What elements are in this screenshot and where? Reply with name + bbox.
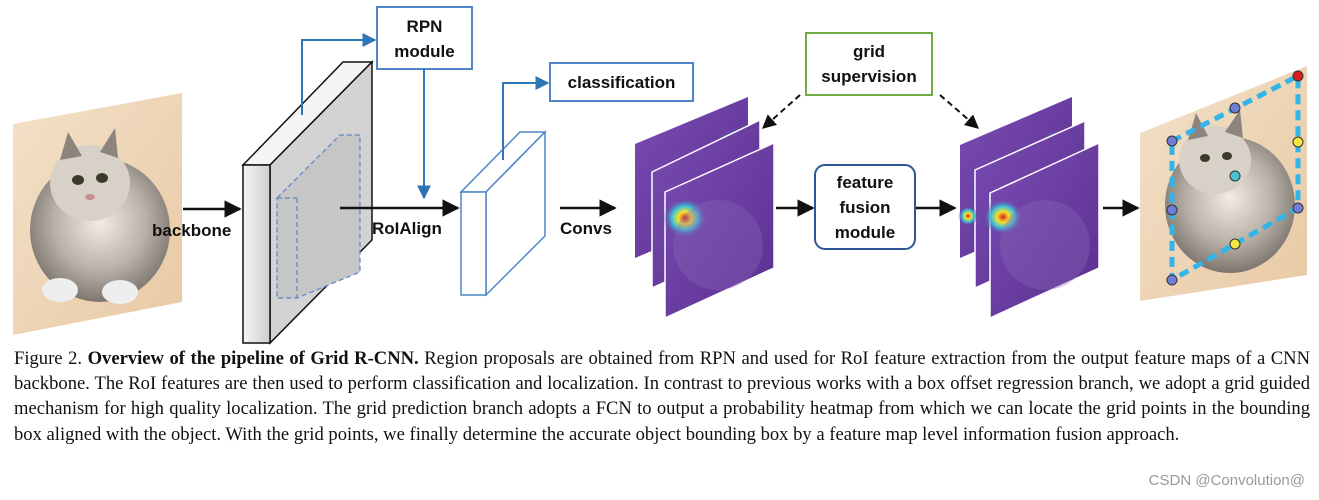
figure-caption: Figure 2. Overview of the pipeline of Gr… <box>14 346 1310 447</box>
watermark: CSDN @Convolution@ <box>1148 472 1305 489</box>
feature-fusion-module-box: feature fusion module <box>814 164 916 250</box>
convs-label: Convs <box>560 219 612 238</box>
grid-supervision-arrow-right <box>939 94 980 129</box>
figure-body: Region proposals are obtained from RPN a… <box>14 348 1310 445</box>
fusion-label-line3: module <box>835 223 895 242</box>
rpn-label-line2: module <box>394 42 454 61</box>
grid-supervision-arrow-left <box>761 94 801 129</box>
roialign-label: RoIAlign <box>372 219 442 238</box>
fusion-label-line2: fusion <box>840 198 891 217</box>
rpn-label-line1: RPN <box>407 17 443 36</box>
classification-box: classification <box>549 62 694 102</box>
backbone-feature-block <box>241 60 374 345</box>
output-image <box>1140 66 1307 301</box>
backbone-label: backbone <box>152 221 231 240</box>
input-image <box>13 93 182 335</box>
pipeline-diagram: backbone RPN module RoIAlign classificat… <box>13 6 1307 345</box>
grid-label-line2: supervision <box>821 67 916 86</box>
rpn-module-box: RPN module <box>376 6 473 70</box>
fusion-label-line1: feature <box>837 173 894 192</box>
classification-connector <box>502 76 550 160</box>
heatmap-stack-predicted <box>635 97 775 320</box>
figure-label: Figure 2. <box>14 348 83 369</box>
grid-supervision-box: grid supervision <box>805 32 933 96</box>
figure-title: Overview of the pipeline of Grid R-CNN. <box>87 348 419 369</box>
classification-label: classification <box>568 73 676 92</box>
grid-label-line1: grid <box>853 42 885 61</box>
heatmap-stack-fused <box>958 97 1100 320</box>
roi-feature-block <box>459 130 547 297</box>
rpn-connector <box>301 33 377 115</box>
